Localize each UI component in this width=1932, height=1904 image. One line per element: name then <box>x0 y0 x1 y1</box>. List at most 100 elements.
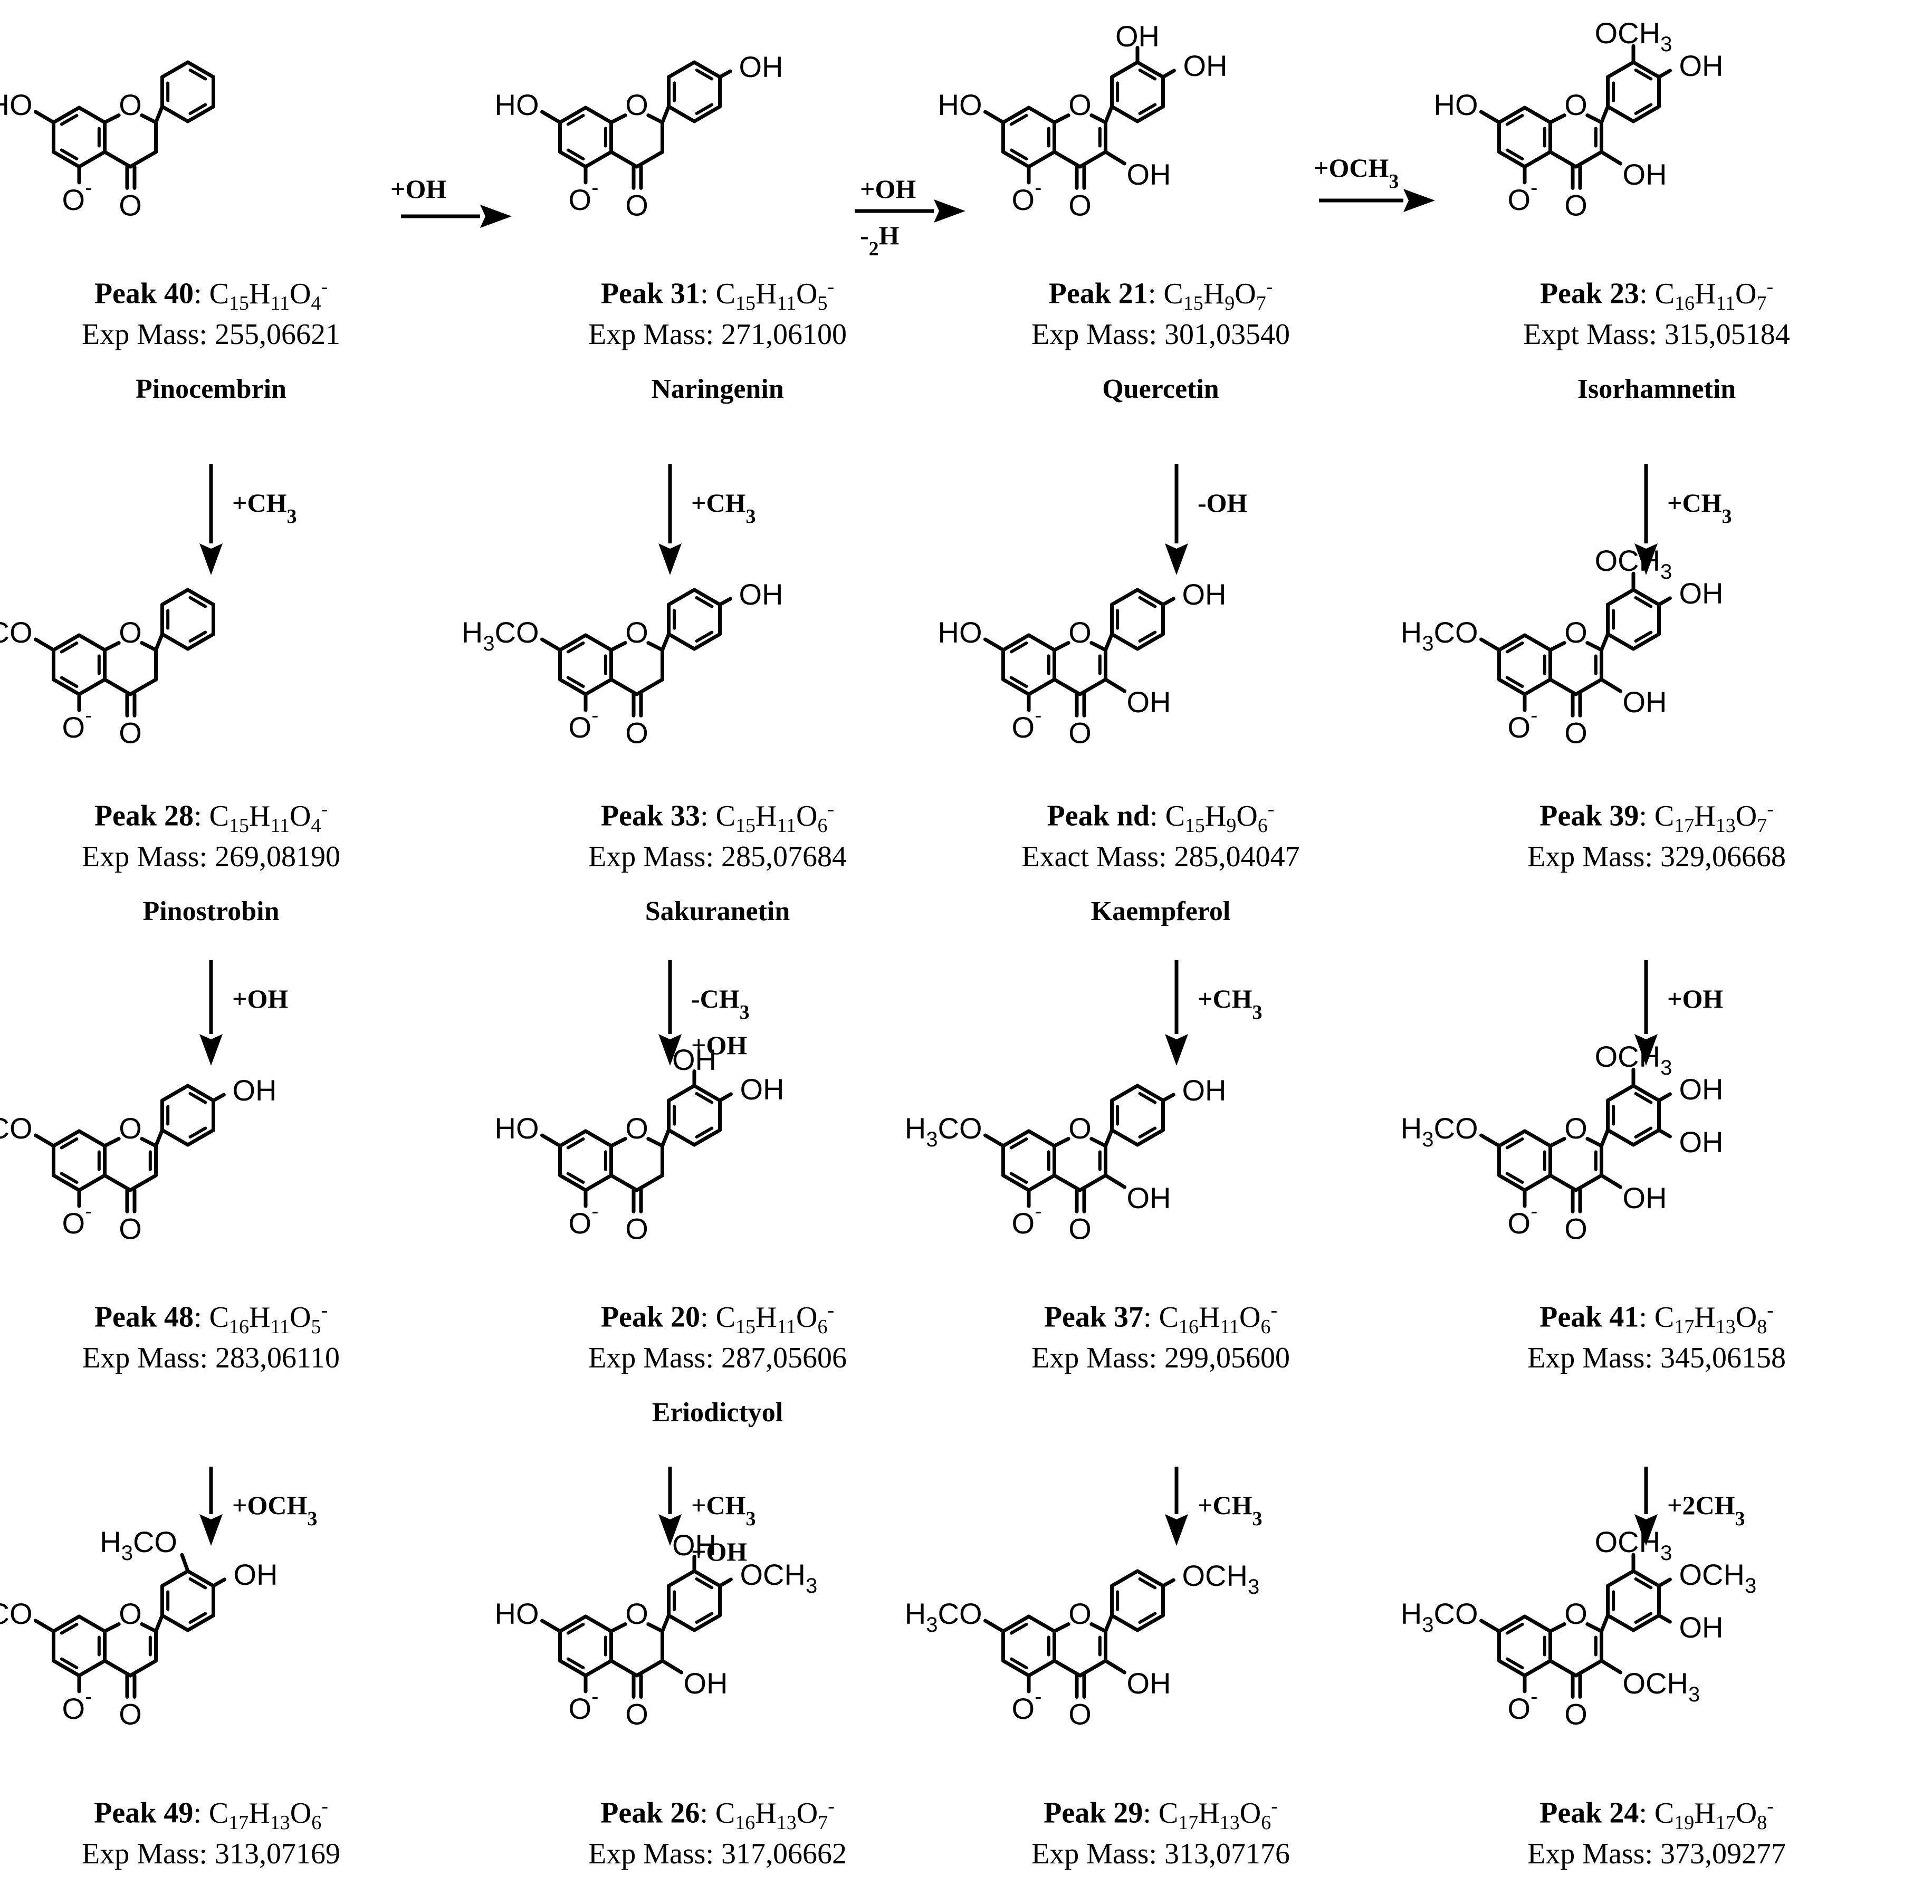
substituent-b-1: OH <box>1182 578 1226 611</box>
transformation-label: +CH3 <box>691 1490 756 1530</box>
substituent-3: OH <box>1622 158 1667 191</box>
ring-oxygen: O <box>1564 616 1587 649</box>
substituent-b-2: OH <box>1679 1125 1723 1159</box>
molecular-formula: C16H11O6- <box>1159 1299 1278 1338</box>
ring-oxygen: O <box>1068 616 1092 649</box>
peak-label: Peak 23 <box>1539 277 1640 310</box>
ring-oxygen: O <box>119 616 142 649</box>
substituent-7: HO <box>495 88 539 121</box>
ring-oxygen: O <box>625 1597 648 1630</box>
peak-line: Peak 20: C15H11O6- <box>600 1299 835 1338</box>
peak-label: Peak 49 <box>94 1796 194 1830</box>
peak-line: Peak 39: C17H13O7- <box>1539 798 1774 837</box>
arrow-vertical-0-1: +CH3 <box>658 464 756 575</box>
exp-mass: Exact Mass: 285,04047 <box>1021 840 1300 874</box>
substituent-7: H3CO <box>1401 1112 1478 1152</box>
carbonyl-oxygen: O <box>1068 188 1092 222</box>
ring-oxygen: O <box>1068 88 1092 121</box>
substituent-3: OH <box>1622 1181 1667 1214</box>
transformation-label: -OH <box>1198 488 1248 518</box>
ring-oxygen: O <box>119 1597 142 1630</box>
carbonyl-oxygen: O <box>625 1212 648 1245</box>
exp-mass: Exp Mass: 345,06158 <box>1527 1342 1786 1375</box>
transformation-label: +CH3 <box>232 488 297 528</box>
molecular-formula: C15H9O7- <box>1163 275 1273 314</box>
substituent-3: OH <box>1126 1181 1171 1214</box>
carbonyl-oxygen: O <box>119 1697 142 1730</box>
arrow-vertical-2-3: +2CH3 <box>1634 1467 1745 1546</box>
substituent-7: HO <box>495 1597 539 1630</box>
substituent-7: H3CO <box>0 1597 33 1637</box>
exp-mass: Exp Mass: 287,05606 <box>588 1342 847 1375</box>
exp-mass: Exp Mass: 285,07684 <box>588 840 847 874</box>
compound-card: Peak 29: C17H13O6-Exp Mass: 313,07176 <box>955 1794 1366 1872</box>
transformation-label: +CH3 <box>1198 1490 1263 1530</box>
compound-card: Peak 48: C16H11O5-Exp Mass: 283,06110 <box>5 1298 417 1376</box>
molecular-formula: C16H11O5- <box>209 1299 328 1338</box>
substituent-7: HO <box>938 616 982 649</box>
transformation-label: +CH3 <box>1667 488 1732 528</box>
ring-oxygen: O <box>625 616 648 649</box>
exp-mass: Exp Mass: 301,03540 <box>1031 318 1290 351</box>
compound-name: Quercetin <box>1102 374 1219 405</box>
phenolate-oxygen: O- <box>1508 176 1538 216</box>
carbonyl-oxygen: O <box>1068 1697 1092 1730</box>
compound-name: Eriodictyol <box>652 1398 783 1428</box>
substituent-7: H3CO <box>0 616 33 656</box>
peak-label: Peak 28 <box>94 799 194 833</box>
substituent-7: H3CO <box>0 1112 33 1152</box>
arrow-vertical-2-2: +CH3 <box>1165 1467 1263 1546</box>
peak-line: Peak 26: C16H13O7- <box>600 1795 835 1834</box>
molecular-formula: C15H11O4- <box>209 798 328 837</box>
exp-mass: Expt Mass: 315,05184 <box>1523 318 1790 351</box>
ring-oxygen: O <box>1564 1597 1587 1630</box>
carbonyl-oxygen: O <box>1068 716 1092 749</box>
phenolate-oxygen: O- <box>1508 1200 1538 1240</box>
carbonyl-oxygen: O <box>625 1697 648 1730</box>
ring-oxygen: O <box>1564 1112 1587 1145</box>
exp-mass: Exp Mass: 283,06110 <box>82 1342 340 1375</box>
substituent-3: OCH3 <box>1622 1667 1700 1707</box>
peak-line: Peak 21: C15H9O7- <box>1048 275 1273 314</box>
molecular-formula: C15H9O6- <box>1165 798 1275 837</box>
phenolate-oxygen: O- <box>1012 1200 1042 1240</box>
arrow-31-to-21: +OH-2H <box>855 174 965 260</box>
phenolate-oxygen: O- <box>569 704 599 744</box>
molecular-formula: C15H11O6- <box>715 798 835 837</box>
phenolate-oxygen: O- <box>62 176 92 216</box>
substituent-b-1: OCH3 <box>1679 1558 1756 1598</box>
substituent-b-0: OH <box>672 1043 716 1076</box>
substituent-b-2: OH <box>1679 1611 1723 1644</box>
peak-label: Peak 29 <box>1044 1796 1143 1830</box>
substituent-3: OH <box>1126 1667 1171 1700</box>
substituent-b-1: OH <box>739 50 783 83</box>
transformation-label: +OH <box>860 174 916 204</box>
molecular-formula: C19H17O8- <box>1654 1795 1774 1834</box>
ring-oxygen: O <box>119 88 142 121</box>
compound-card: Peak 41: C17H13O8-Exp Mass: 345,06158 <box>1451 1298 1862 1376</box>
substituent-b-1: OH <box>232 1074 276 1107</box>
peak-label: Peak 37 <box>1044 1300 1144 1334</box>
peak-label: Peak nd <box>1047 799 1150 833</box>
substituent-7: HO <box>938 88 982 121</box>
arrow-vertical-1-0: +OH <box>199 960 288 1066</box>
compound-card: Peak 37: C16H11O6-Exp Mass: 299,05600 <box>955 1298 1366 1376</box>
substituent-b-1: OH <box>739 578 783 611</box>
substituent-3: OH <box>1126 685 1171 719</box>
exp-mass: Exp Mass: 373,09277 <box>1527 1838 1786 1871</box>
transformation-label: +CH3 <box>691 488 756 528</box>
exp-mass: Exp Mass: 317,06662 <box>588 1838 847 1871</box>
